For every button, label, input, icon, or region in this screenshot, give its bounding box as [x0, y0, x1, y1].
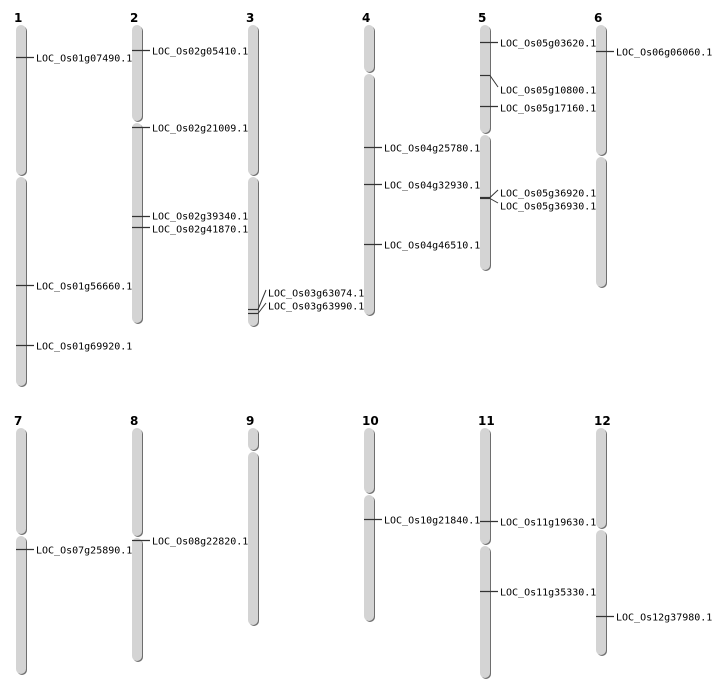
chromosome-short-arm [596, 25, 606, 155]
gene-connector [489, 75, 499, 88]
chromosome-short-arm [16, 25, 26, 175]
gene-label: LOC_Os05g36920.1 [500, 189, 596, 200]
gene-connector [489, 189, 499, 198]
chromosome-long-arm [16, 536, 26, 674]
gene-label: LOC_Os02g39340.1 [152, 212, 248, 223]
gene-label: LOC_Os05g10800.1 [500, 86, 596, 97]
chromosome-short-arm [248, 25, 258, 175]
gene-label: LOC_Os05g36930.1 [500, 202, 596, 213]
chromosome-1: 1LOC_Os01g07490.1LOC_Os01g56660.1LOC_Os0… [14, 11, 132, 387]
chromosome-number: 10 [362, 414, 379, 428]
chromosome-long-arm [132, 123, 142, 323]
chromosome-short-arm [16, 428, 26, 534]
chromosome-4: 4LOC_Os04g25780.1LOC_Os04g32930.1LOC_Os0… [362, 11, 480, 316]
chromosome-9: 9 [246, 414, 259, 626]
chromosome-short-arm [132, 428, 142, 536]
gene-label: LOC_Os03g63074.1 [268, 289, 364, 300]
chromosome-number: 4 [362, 11, 370, 25]
gene-label: LOC_Os04g46510.1 [384, 241, 480, 252]
chromosome-short-arm [596, 428, 606, 528]
chromosome-long-arm [480, 135, 490, 270]
gene-label: LOC_Os01g69920.1 [36, 342, 132, 353]
chromosome-number: 5 [478, 11, 486, 25]
gene-label: LOC_Os07g25890.1 [36, 546, 132, 557]
chromosome-short-arm [364, 428, 374, 493]
gene-label: LOC_Os05g03620.1 [500, 39, 596, 50]
chromosome-number: 11 [478, 414, 495, 428]
chromosome-short-arm [480, 25, 490, 133]
chromosome-5: 5LOC_Os05g03620.1LOC_Os05g10800.1LOC_Os0… [478, 11, 596, 271]
gene-label: LOC_Os02g05410.1 [152, 47, 248, 58]
chromosome-long-arm [248, 452, 258, 625]
gene-label: LOC_Os11g35330.1 [500, 588, 596, 599]
chromosome-long-arm [364, 74, 374, 315]
chromosome-long-arm [248, 177, 258, 326]
gene-label: LOC_Os05g17160.1 [500, 104, 596, 115]
gene-label: LOC_Os02g21009.1 [152, 124, 248, 135]
chromosome-long-arm [16, 177, 26, 386]
chromosome-number: 7 [14, 414, 22, 428]
chromosome-number: 2 [130, 11, 138, 25]
chromosome-long-arm [596, 157, 606, 287]
chromosome-long-arm [132, 538, 142, 661]
chromosome-short-arm [248, 428, 258, 450]
gene-label: LOC_Os02g41870.1 [152, 225, 248, 236]
chromosome-short-arm [132, 25, 142, 121]
gene-label: LOC_Os12g37980.1 [616, 613, 712, 624]
chromosome-short-arm [364, 25, 374, 72]
chromosome-number: 8 [130, 414, 138, 428]
gene-label: LOC_Os11g19630.1 [500, 518, 596, 529]
chromosome-long-arm [364, 495, 374, 621]
gene-label: LOC_Os04g25780.1 [384, 144, 480, 155]
chromosome-long-arm [480, 546, 490, 678]
chromosome-number: 9 [246, 414, 254, 428]
chromosome-short-arm [480, 428, 490, 544]
gene-label: LOC_Os08g22820.1 [152, 537, 248, 548]
chromosome-number: 12 [594, 414, 611, 428]
gene-label: LOC_Os10g21840.1 [384, 516, 480, 527]
chromosome-number: 3 [246, 11, 254, 25]
chromosome-2: 2LOC_Os02g05410.1LOC_Os02g21009.1LOC_Os0… [130, 11, 248, 324]
gene-connector [257, 302, 267, 314]
gene-label: LOC_Os04g32930.1 [384, 181, 480, 192]
gene-label: LOC_Os03g63990.1 [268, 302, 364, 313]
chromosome-number: 1 [14, 11, 22, 25]
chromosome-long-arm [596, 530, 606, 655]
chromosome-number: 6 [594, 11, 602, 25]
gene-connector [257, 289, 267, 310]
gene-label: LOC_Os01g07490.1 [36, 54, 132, 65]
gene-label: LOC_Os01g56660.1 [36, 282, 132, 293]
gene-connector [489, 198, 499, 204]
gene-label: LOC_Os06g06060.1 [616, 48, 712, 59]
